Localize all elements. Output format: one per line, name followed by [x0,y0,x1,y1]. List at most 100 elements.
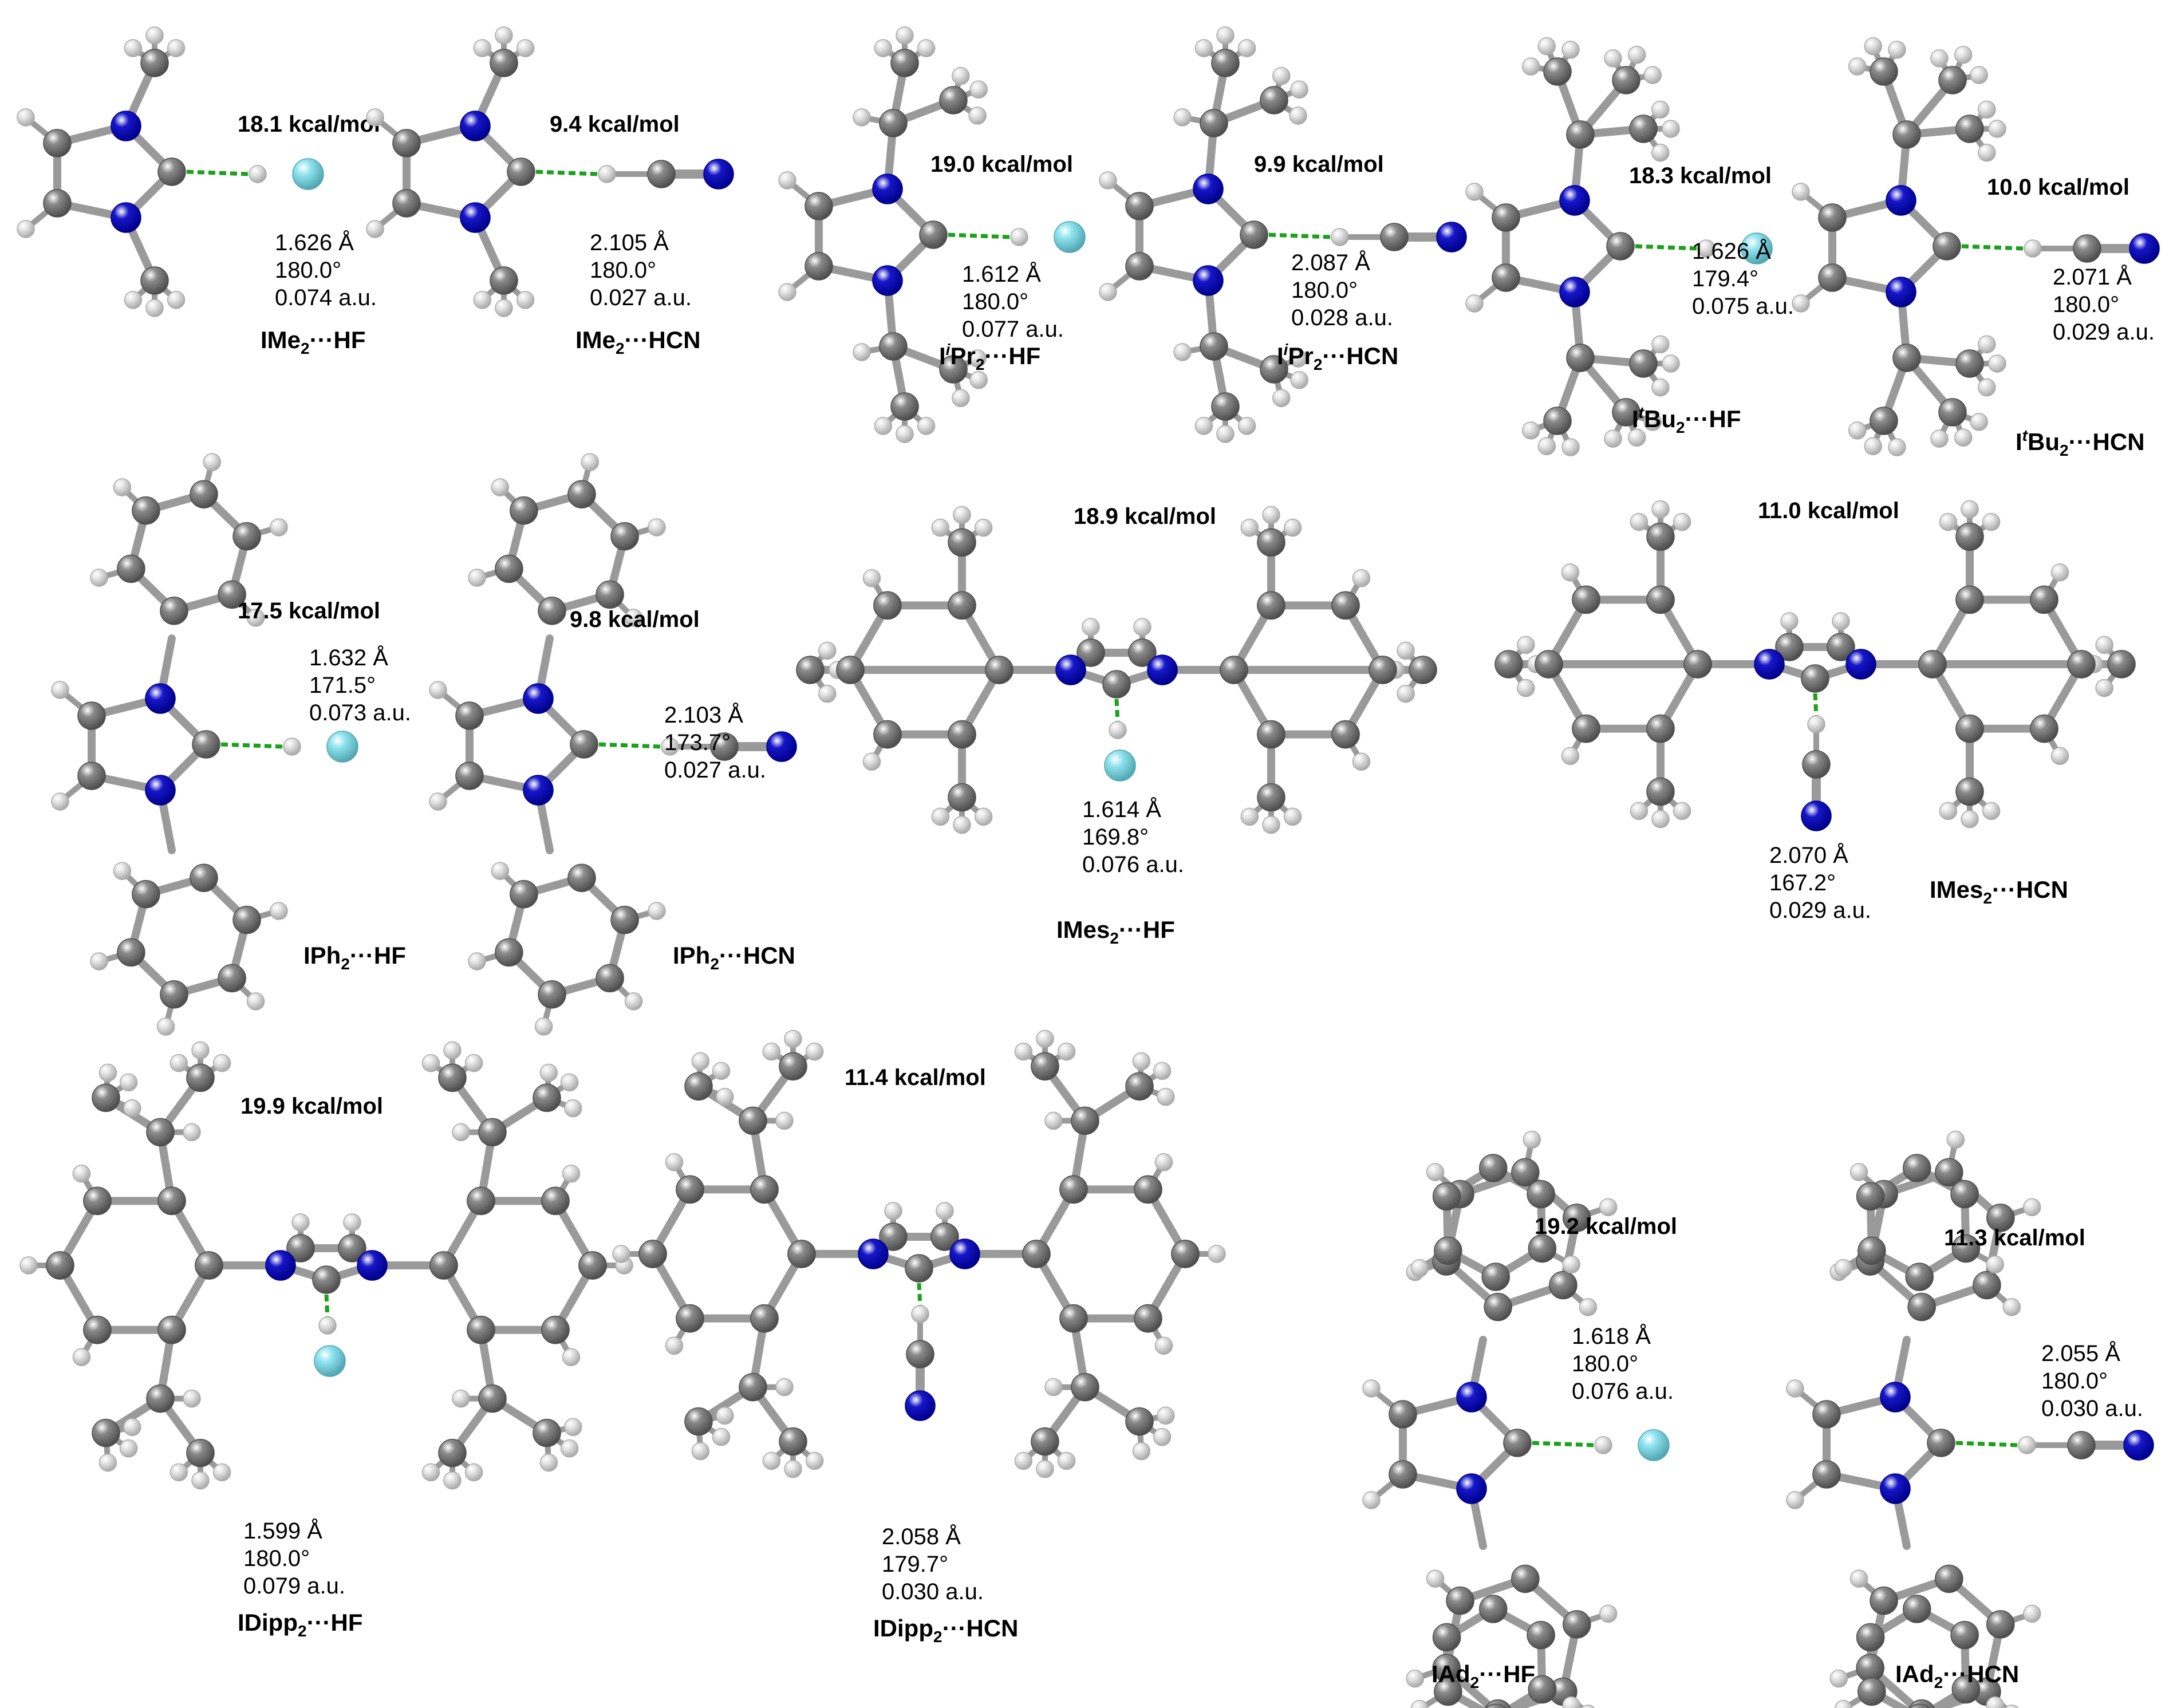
carbon-atom [1563,1610,1591,1639]
hydrogen-atom [1283,807,1302,826]
carbon-atom [1606,232,1635,261]
binding-energy-label: 9.9 kcal/mol [1254,152,1384,177]
hydrogen-atom [183,1389,201,1408]
ligand-subscript: 2 [297,1622,307,1640]
ligand-subscript: 2 [933,1628,942,1646]
carbon-atom [1951,1675,1981,1704]
complex-name: IiPr2···HF [939,341,1040,374]
carbon-atom [132,496,160,525]
electron-density: 0.076 a.u. [1082,852,1184,877]
carbon-atom [1856,1182,1885,1211]
hydrogen-atom [1426,1163,1445,1181]
hydrogen-atom [516,291,535,309]
carbon-atom [567,863,596,893]
carbon-atom [1935,1564,1963,1593]
carbon-atom [43,129,72,157]
hydrogen-atom [805,1451,824,1470]
hydrogen-atom [1216,26,1235,45]
carbon-atom [1485,1703,1506,1708]
hydrogen-atom [119,1073,138,1092]
hydrogen-atom [862,569,881,587]
hydrogen-atom [90,569,108,587]
molecule-structure [1465,37,1773,456]
carbon-atom [1986,1204,2015,1232]
ligand-subscript: 2 [341,955,350,973]
guest-name: ···HCN [719,942,795,969]
carbon-atom [490,266,518,295]
carbon-atom [218,964,246,993]
bonds [23,33,249,311]
hydrogen-atom [818,684,837,703]
carbon-atom [939,86,968,115]
carbon-atom [510,496,538,525]
nitrogen-atom [1055,654,1086,685]
hydrogen-bond-line [1532,1441,1595,1447]
carbon-atom [157,1186,186,1216]
hydrogen-atom [1406,1669,1424,1688]
hydrogen-atom [2095,679,2113,697]
hbond-angle: 180.0° [243,1546,310,1571]
nitrogen-atom [460,111,491,141]
hydrogen-atom [1888,438,1906,456]
guest-name: ···HF [1479,1660,1536,1687]
ligand-subscript: 2 [1470,1674,1480,1691]
binding-energy-label: 19.2 kcal/mol [1535,1214,1678,1239]
carbon-atom [286,1234,315,1263]
hydrogen-atom [1939,802,1958,821]
hydrogen-atom [90,952,108,971]
carbon-atom [218,580,246,609]
nitrogen-atom [949,1238,980,1269]
carbon-atom [1071,1106,1099,1135]
nitrogen-atom [523,683,554,714]
molecule-structure [51,453,358,1036]
hydrogen-atom [1517,636,1535,654]
carbon-atom [117,554,145,583]
hydrogen-atom [1521,57,1540,76]
guest-name: ···HF [1118,916,1175,943]
carbon-atom [541,1186,570,1216]
hbond-distance: 2.071 Å [2053,265,2132,290]
carbon-atom [1870,407,1898,435]
electron-density: 0.079 a.u. [243,1573,345,1599]
carbon-atom [46,1251,74,1280]
binding-energy-label: 11.0 kcal/mol [1758,498,1899,523]
carbon-atom [1240,220,1268,249]
carbon-atom [1368,656,1397,684]
hydrogen-atom [560,1073,579,1092]
ligand-name: IMe [261,326,301,353]
carbon-atom [1566,120,1595,149]
binding-energy-label: 19.9 kcal/mol [240,1094,384,1119]
complex-name: IAd2···HF [1431,1660,1535,1692]
hydrogen-atom [560,1439,579,1458]
ligand-name: IDipp [238,1609,298,1636]
carbon-atom [1870,1586,1898,1615]
carbon-atom [595,580,624,609]
hbond-distance: 2.105 Å [590,230,669,255]
hydrogen-atom [1986,1255,2005,1274]
carbon-atom [1903,1595,1931,1623]
carbon-atom [2067,650,2096,679]
carbon-atom [92,1418,120,1447]
IDipp2-HCN-molecule [612,1029,1226,1478]
carbon-atom [190,480,218,509]
carbon-atom [1905,1263,1934,1291]
carbon-atom [638,1240,667,1268]
carbon-atom [1031,1427,1059,1456]
hydrogen-atom [113,862,132,880]
binding-energy-label: 9.4 kcal/mol [550,112,680,137]
hydrogen-atom [464,1463,483,1482]
hbond-distance: 2.087 Å [1291,250,1370,275]
carbon-atom [2030,585,2058,614]
hydrogen-atom [1627,428,1646,447]
hydrogen-atom [1240,518,1259,537]
hydrogen-atom [1643,413,1662,431]
hydrogen-atom [1581,1705,1595,1708]
carbon-atom [157,157,186,186]
hydrogen-atom [968,349,987,368]
carbon-atom [1543,57,1572,86]
nitrogen-atom [872,173,903,204]
hydrogen-atom [1604,49,1622,68]
carbon-atom [438,1438,467,1468]
